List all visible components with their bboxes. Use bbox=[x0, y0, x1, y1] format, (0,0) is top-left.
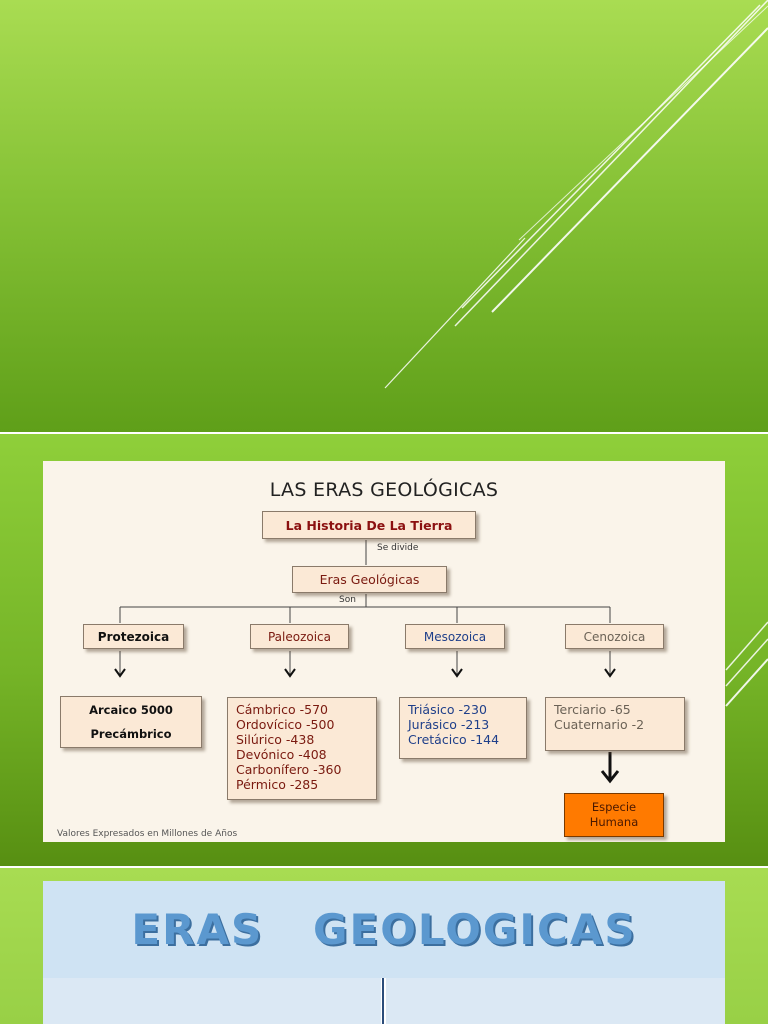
paleozoica-periods: Cámbrico -570 Ordovícico -500 Silúrico -… bbox=[227, 697, 377, 800]
period-item: Arcaico 5000 bbox=[89, 703, 173, 717]
mesozoica-periods: Triásico -230 Jurásico -213 Cretácico -1… bbox=[399, 697, 527, 759]
period-item: Triásico -230 bbox=[408, 702, 487, 717]
period-item: Devónico -408 bbox=[236, 747, 327, 762]
period-item: Cámbrico -570 bbox=[236, 702, 328, 717]
decorative-lines bbox=[384, 0, 768, 389]
diagram-title: LAS ERAS GEOLÓGICAS bbox=[269, 479, 499, 501]
era-mesozoica: Mesozoica bbox=[405, 624, 505, 649]
root-box: La Historia De La Tierra bbox=[262, 511, 476, 539]
era-protezoica-label: Protezoica bbox=[97, 629, 170, 644]
eras-panel: ERAS GEOLOGICAS bbox=[43, 881, 725, 1024]
era-paleozoica-label: Paleozoica bbox=[267, 629, 332, 644]
table-divider bbox=[382, 978, 384, 1024]
era-cenozoica-label: Cenozoica bbox=[583, 629, 646, 644]
cenozoica-periods: Terciario -65 Cuaternario -2 bbox=[545, 697, 685, 751]
diagram-slide: LAS ERAS GEOLÓGICAS bbox=[0, 434, 768, 866]
period-item: Silúrico -438 bbox=[236, 732, 315, 747]
title-slide bbox=[0, 0, 768, 432]
era-paleozoica: Paleozoica bbox=[250, 624, 349, 649]
banner-title: ERAS GEOLOGICAS bbox=[131, 905, 637, 954]
root-label: La Historia De La Tierra bbox=[285, 517, 453, 533]
eras-slide: ERAS GEOLOGICAS bbox=[0, 868, 768, 1024]
period-item: Carbonífero -360 bbox=[236, 762, 342, 777]
slide-divider bbox=[0, 432, 768, 434]
slide-divider bbox=[0, 866, 768, 868]
diagram-footnote: Valores Expresados en Millones de Años bbox=[57, 829, 238, 839]
period-item: Ordovícico -500 bbox=[236, 717, 335, 732]
eras-label: Eras Geológicas bbox=[319, 572, 420, 587]
period-item: Pérmico -285 bbox=[236, 777, 319, 792]
root-link-label: Se divide bbox=[377, 543, 419, 553]
eras-box: Eras Geológicas bbox=[292, 566, 447, 593]
era-mesozoica-label: Mesozoica bbox=[423, 629, 487, 644]
period-item: Cretácico -144 bbox=[408, 732, 500, 747]
final-box-line: Humana bbox=[589, 815, 639, 829]
protezoica-periods: Arcaico 5000 Precámbrico bbox=[60, 696, 202, 748]
period-item: Precámbrico bbox=[90, 727, 172, 741]
table-cell bbox=[43, 978, 381, 1024]
period-item: Terciario -65 bbox=[554, 702, 631, 717]
connector-lines bbox=[114, 540, 620, 784]
decorative-lines bbox=[725, 621, 768, 707]
human-species-box: Especie Humana bbox=[564, 793, 664, 837]
eras-banner: ERAS GEOLOGICAS bbox=[43, 881, 725, 978]
period-item: Jurásico -213 bbox=[408, 717, 490, 732]
period-item: Cuaternario -2 bbox=[554, 717, 645, 732]
final-box-line: Especie bbox=[591, 800, 637, 814]
era-protezoica: Protezoica bbox=[83, 624, 184, 649]
table-cell bbox=[386, 978, 725, 1024]
eras-link-label: Son bbox=[339, 595, 356, 605]
era-cenozoica: Cenozoica bbox=[565, 624, 664, 649]
geologic-eras-diagram: LAS ERAS GEOLÓGICAS bbox=[43, 461, 725, 842]
